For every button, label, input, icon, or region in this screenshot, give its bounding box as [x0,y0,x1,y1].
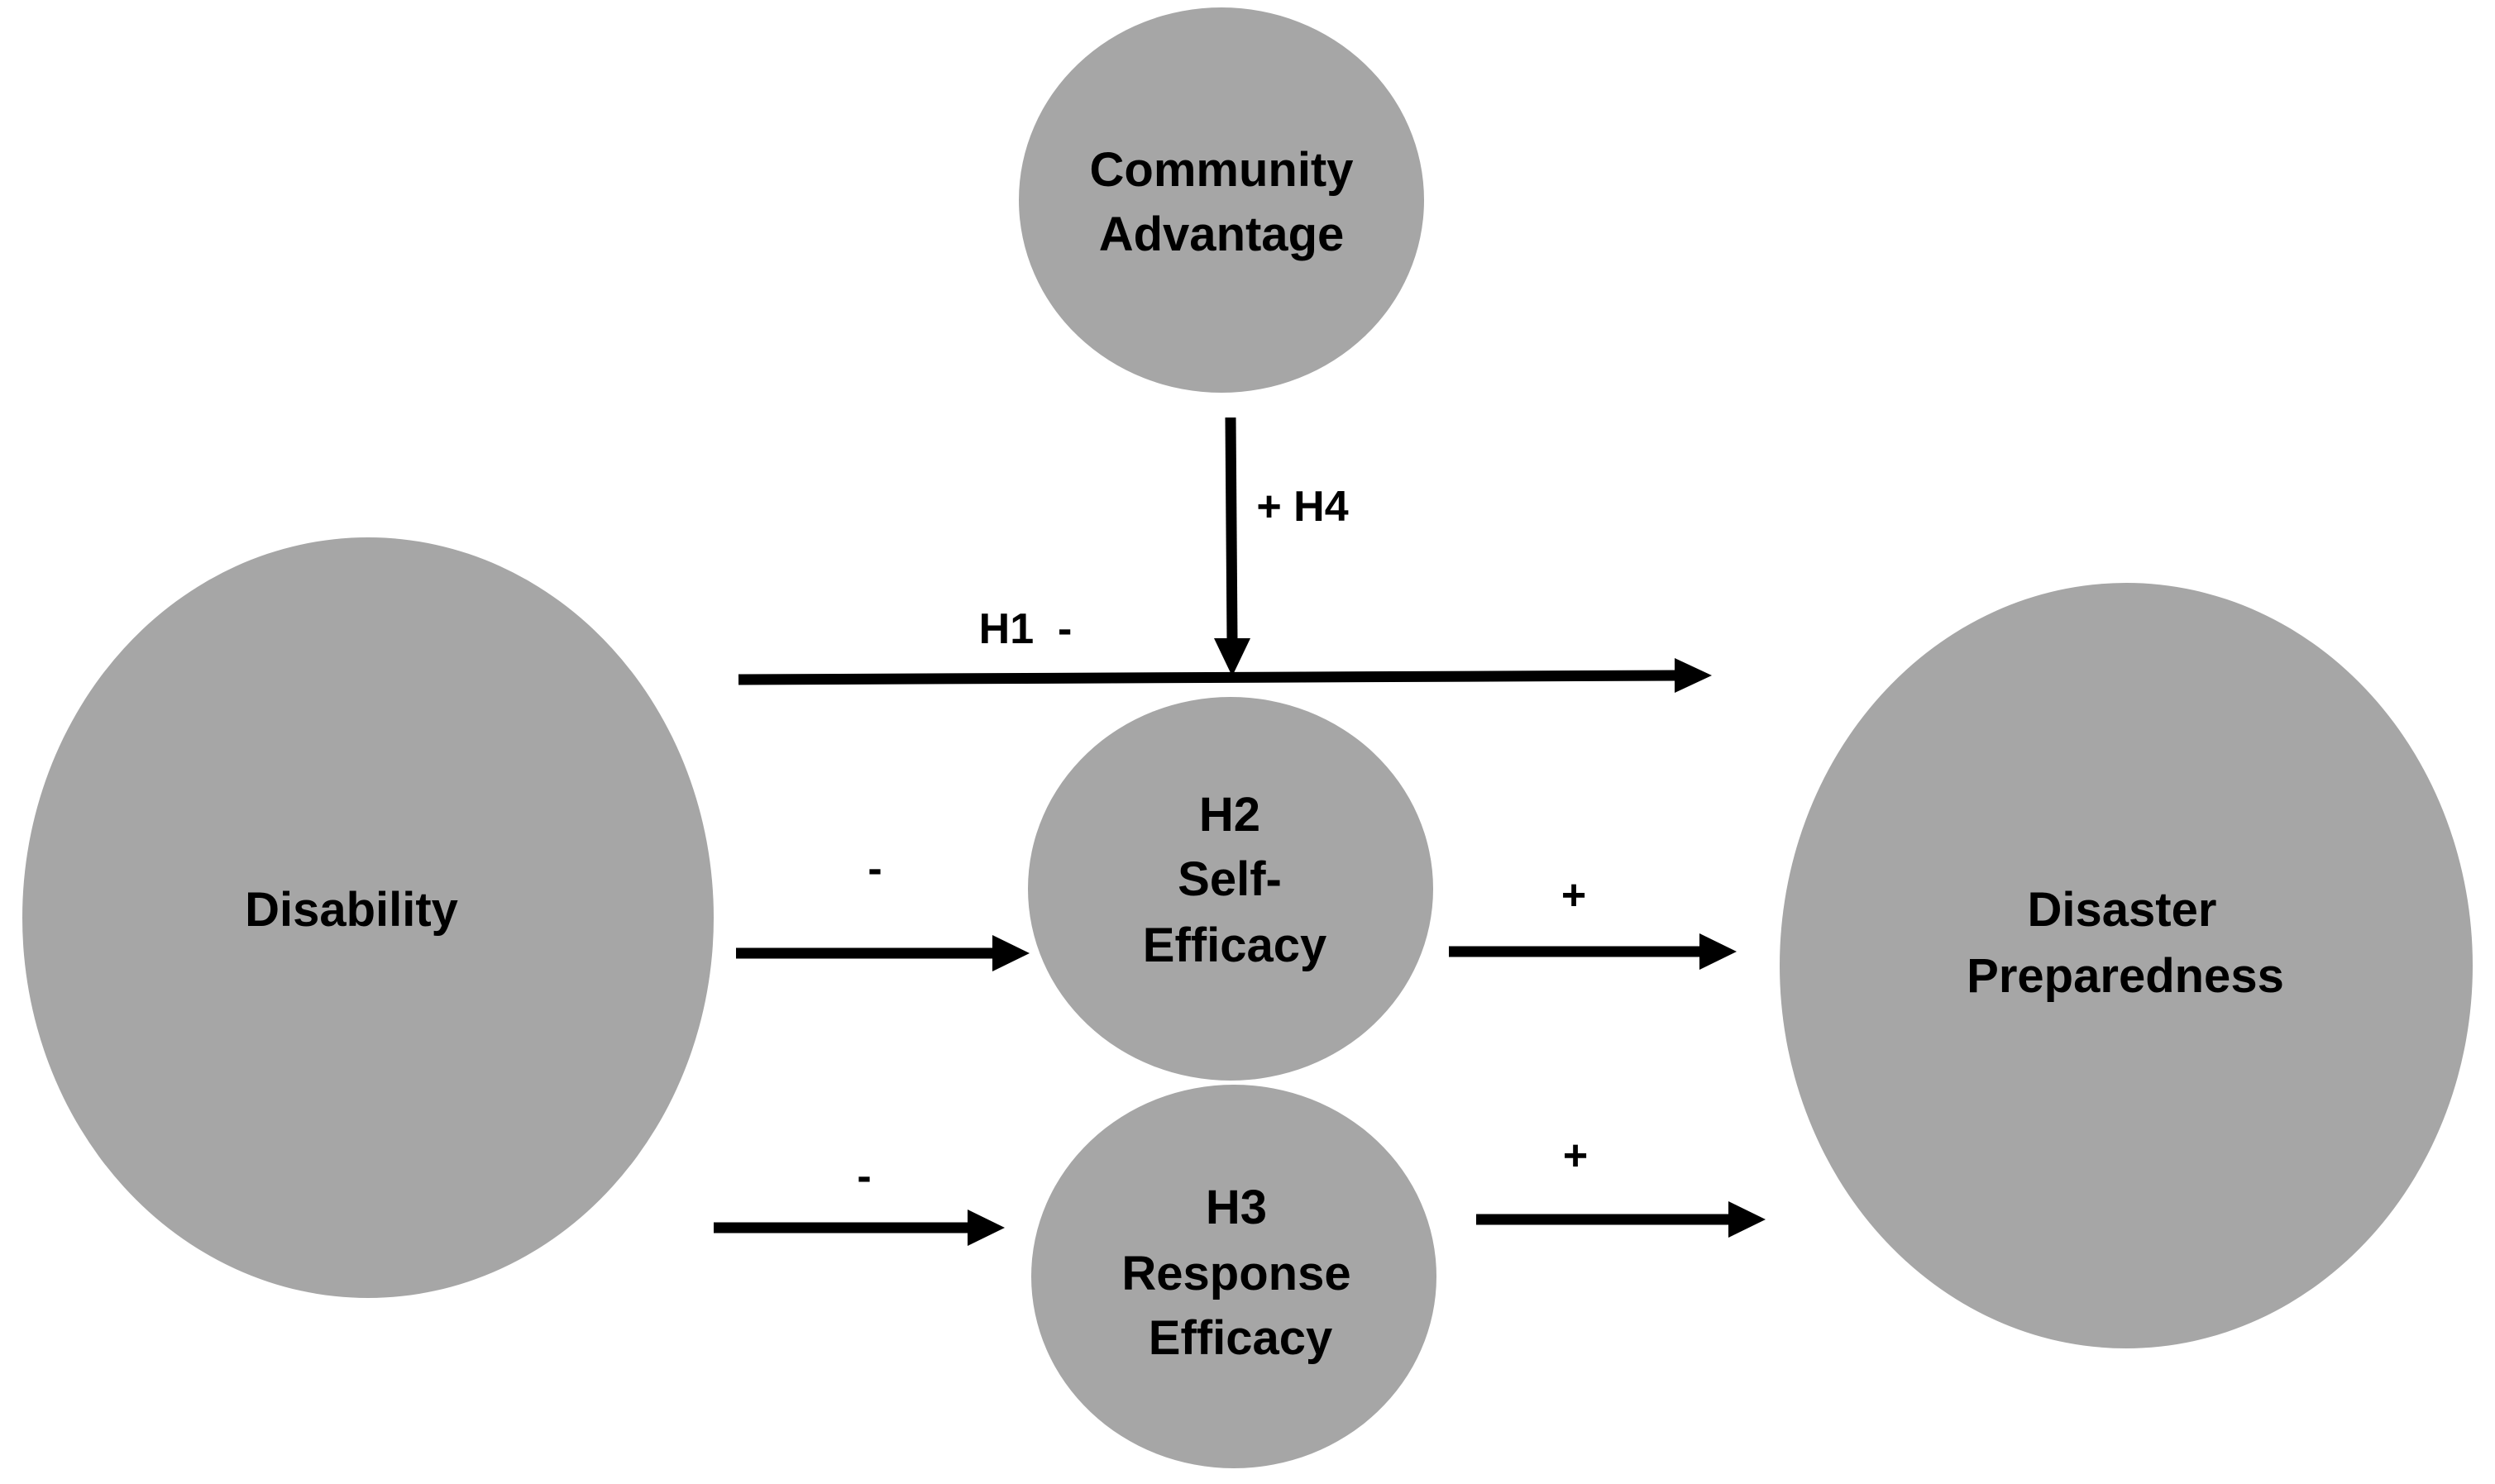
h1-label: H1 - [979,605,1073,653]
h1-arrow-head [1675,658,1712,693]
community-advantage-label-line2: Advantage [1099,208,1345,261]
node-self-efficacy: H2 Self- Efficacy [1028,697,1433,1081]
node-response-efficacy: H3 Response Efficacy [1031,1085,1436,1468]
disability-response-efficacy-label: - [857,1152,871,1200]
h4-arrow-line [1225,417,1238,642]
self-efficacy-label-line1: H2 [1199,788,1260,842]
community-advantage-label-line1: Community [1090,143,1354,197]
edge-h1-disability-to-preparedness: H1 - [738,605,1712,693]
disability-circle [22,537,714,1298]
self-efficacy-preparedness-head [1699,933,1737,970]
disability-self-efficacy-head [992,935,1030,971]
h4-label: + H4 [1256,483,1348,531]
self-efficacy-preparedness-label: + [1561,871,1586,919]
response-efficacy-label-line2: Response [1121,1247,1350,1300]
self-efficacy-circle [1028,697,1433,1081]
edge-disability-to-self-efficacy: - [736,845,1030,971]
node-community-advantage: Community Advantage [1019,7,1424,393]
h1-arrow-line [738,670,1680,685]
response-efficacy-preparedness-head [1728,1201,1766,1238]
disability-label: Disability [245,883,458,937]
disaster-preparedness-label-line1: Disaster [2028,883,2217,937]
disability-self-efficacy-label: - [868,845,882,893]
self-efficacy-label-line2: Self- [1178,852,1282,906]
edge-disability-to-response-efficacy: - [714,1152,1005,1246]
edge-h4-moderation: + H4 [1214,417,1349,676]
response-efficacy-circle [1031,1085,1436,1468]
edge-response-efficacy-to-preparedness: + [1476,1132,1766,1238]
disability-response-efficacy-head [968,1210,1005,1246]
response-efficacy-label-line1: H3 [1206,1181,1267,1234]
self-efficacy-label-line3: Efficacy [1143,919,1326,972]
response-efficacy-preparedness-label: + [1563,1132,1588,1180]
community-advantage-circle [1019,7,1424,393]
edge-self-efficacy-to-preparedness: + [1449,871,1737,970]
response-efficacy-label-line3: Efficacy [1149,1311,1332,1365]
h4-arrow-head [1214,638,1250,676]
disaster-preparedness-circle [1780,583,2473,1348]
node-disaster-preparedness: Disaster Preparedness [1780,583,2473,1348]
disaster-preparedness-label-line2: Preparedness [1967,949,2284,1003]
node-disability: Disability [22,537,714,1298]
